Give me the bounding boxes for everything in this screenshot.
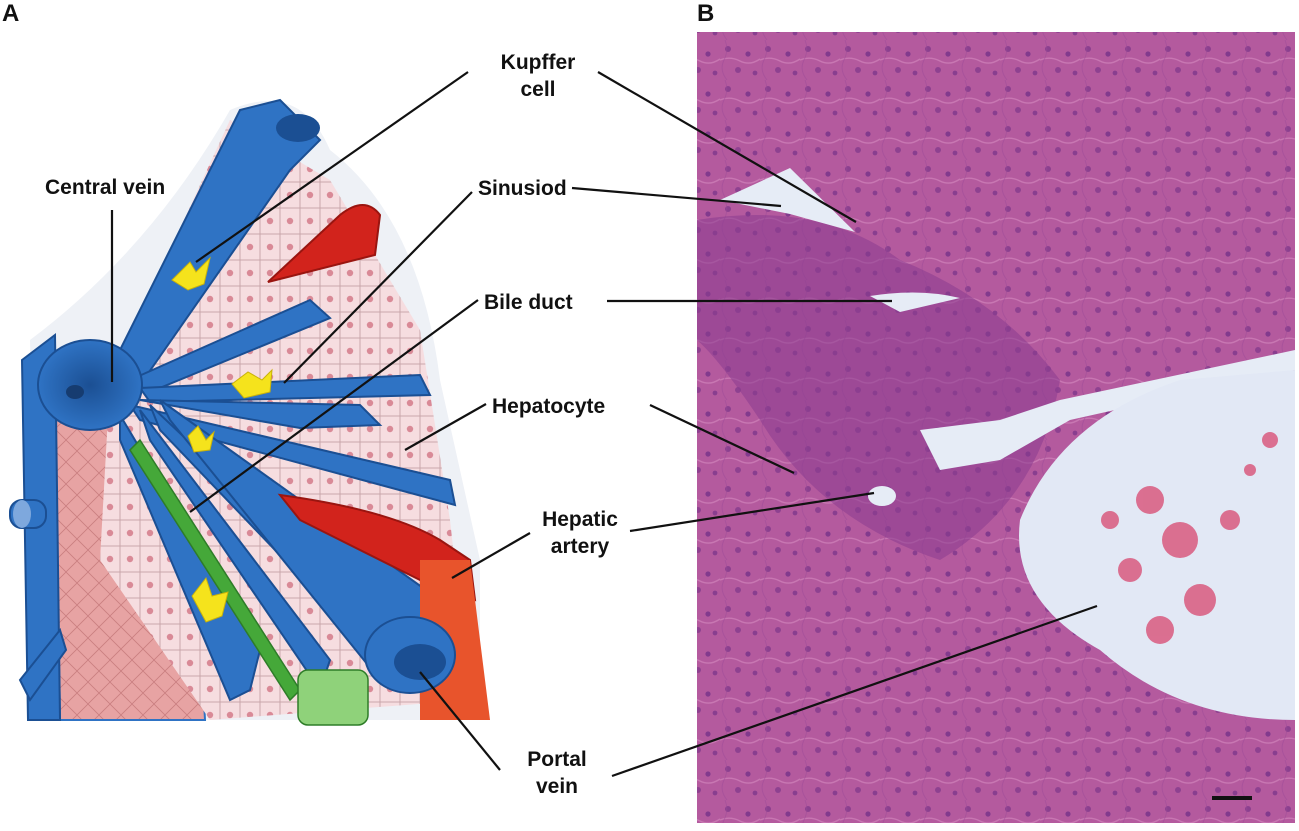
top-terminal: [276, 114, 320, 142]
label-kupffer-cell: Kupffer cell: [478, 49, 598, 103]
central-vein-lumen: [66, 385, 84, 399]
vertical-vein: [20, 333, 62, 721]
schematic-diagram: [9, 98, 490, 726]
portal-vein-lumen: [394, 644, 446, 680]
label-sinusoid: Sinusiod: [478, 177, 567, 200]
label-kupffer-line2: cell: [520, 78, 556, 101]
sinusoid-lumen: [720, 168, 855, 232]
hepatic-artery-top: [267, 204, 382, 283]
leader-bile-duct-a: [189, 299, 479, 513]
leader-sinusoid-b: [571, 186, 782, 208]
leader-hepatic-artery-a: [451, 532, 531, 579]
leader-hepatocyte-b: [649, 404, 795, 474]
label-central-vein: Central vein: [45, 176, 166, 199]
leader-kupffer-a: [195, 71, 469, 263]
leader-lines: [110, 71, 1098, 778]
leader-hepatocyte-a: [404, 403, 487, 451]
artery-lumen: [868, 486, 896, 506]
label-bile-duct: Bile duct: [484, 291, 573, 314]
label-hepatocyte: Hepatocyte: [492, 395, 606, 418]
side-branch-end: [13, 500, 31, 528]
label-hepatic-line2: artery: [550, 535, 610, 558]
panel-b-letter: B: [697, 0, 715, 27]
leader-kupffer-b: [597, 71, 857, 223]
scale-bar: [1212, 796, 1252, 800]
portal-vein-lumen-b: [1019, 370, 1295, 720]
label-hepatic-line1: Hepatic: [542, 508, 618, 531]
bile-duct-lumen: [870, 292, 960, 312]
panel-a-letter: A: [2, 0, 20, 27]
central-vein-shape: [37, 339, 143, 431]
bile-ductule-cluster: [297, 669, 369, 726]
kupffer-cells: [171, 256, 273, 623]
lower-branch: [18, 627, 68, 702]
label-hepatic-artery: Hepatic artery: [530, 506, 630, 560]
leader-sinusoid-a: [283, 191, 473, 384]
blood-cells: [1101, 432, 1278, 644]
histology-micrograph: [697, 32, 1295, 823]
leader-portal-vein-a: [419, 671, 501, 771]
label-portal-line2: vein: [535, 775, 579, 798]
leader-hepatic-artery-b: [629, 491, 875, 533]
label-portal-line1: Portal: [527, 748, 587, 771]
label-kupffer-line1: Kupffer: [500, 51, 576, 74]
leader-portal-vein-b: [611, 604, 1098, 778]
label-portal-vein: Portal vein: [502, 746, 612, 800]
bile-duct-shape: [129, 438, 301, 702]
